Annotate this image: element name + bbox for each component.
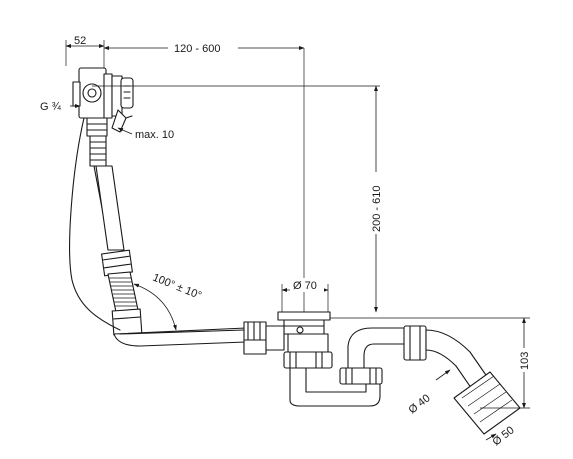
drain-body [265,311,381,407]
dimension-trap-height: 103 [516,317,532,409]
label-horizontal-range: 120 - 600 [174,43,220,55]
dimension-max-offset: max. 10 [117,127,174,141]
label-thread: G ¾ [40,101,62,113]
cable [69,117,121,331]
label-outlet-diameter: Ø 50 [490,424,516,448]
overflow-head [72,67,134,133]
centerlines [92,48,530,409]
horizontal-pipe [113,321,267,355]
label-trap-height: 103 [519,352,531,370]
dimension-pipe-diameter: Ø 40 [406,369,451,416]
trap [339,325,521,435]
label-vertical-range: 200 - 610 [371,186,383,232]
label-max-offset: max. 10 [135,129,174,141]
dimension-thread: G ¾ [40,101,81,113]
dimension-52: 52 [65,35,105,68]
label-width-top: 52 [74,35,86,47]
dimension-horizontal-range: 120 - 600 [103,40,305,55]
label-pipe-diameter: Ø 40 [406,392,432,416]
label-angle: 100° ± 10° [151,272,203,302]
dimension-drain-diameter: Ø 70 [281,278,329,312]
overflow-pipe [86,117,143,336]
dimension-vertical-range: 200 - 610 [368,85,384,313]
dimension-angle: 100° ± 10° [133,272,203,331]
label-drain-diameter: Ø 70 [293,280,317,292]
